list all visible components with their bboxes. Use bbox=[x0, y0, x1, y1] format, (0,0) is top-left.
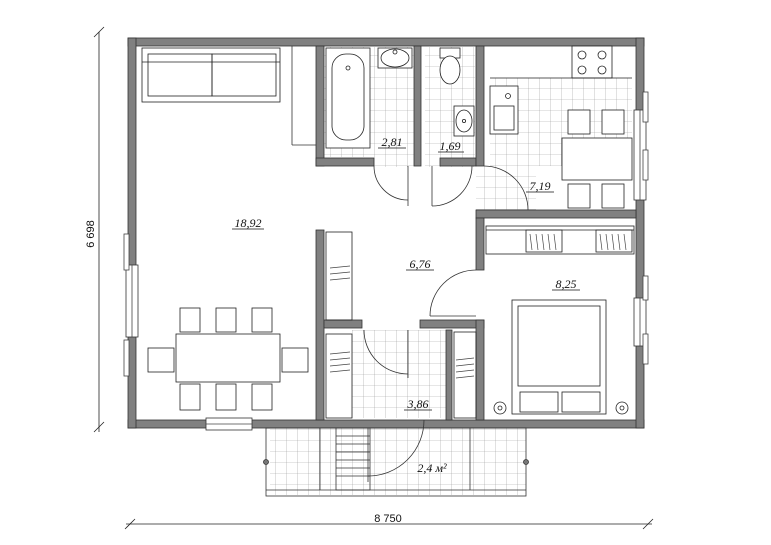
dimension-height-label: 6 698 bbox=[85, 220, 97, 248]
wardrobe-icon bbox=[325, 225, 635, 419]
room-area-bath: 2,81 bbox=[382, 135, 403, 149]
washbasin-icon bbox=[453, 105, 475, 137]
dimension-width bbox=[124, 518, 654, 530]
room-area-kitchen: 7,19 bbox=[530, 179, 551, 193]
bedside-lamp-icon bbox=[493, 401, 507, 415]
room-area-vestibule: 3,86 bbox=[407, 397, 429, 411]
room-area-porch: 2,4 м² bbox=[417, 461, 447, 475]
sink-icon bbox=[377, 47, 413, 69]
bed-icon bbox=[511, 299, 607, 415]
porch bbox=[263, 427, 529, 497]
bedside-lamp-icon bbox=[615, 401, 629, 415]
dimension-height bbox=[93, 26, 105, 433]
doors bbox=[363, 165, 529, 482]
stove-icon bbox=[571, 45, 613, 79]
room-area-wc: 1,69 bbox=[440, 139, 461, 153]
kitchen-table-icon bbox=[561, 109, 633, 209]
sofa-icon bbox=[141, 47, 281, 103]
room-area-living: 18,92 bbox=[235, 216, 262, 230]
room-area-hall: 6,76 bbox=[410, 257, 431, 271]
dimension-width-label: 8 750 bbox=[374, 513, 402, 525]
room-area-bedroom: 8,25 bbox=[556, 277, 577, 291]
dining-table-icon bbox=[147, 307, 309, 411]
toilet-icon bbox=[439, 47, 461, 85]
bathtub-icon bbox=[325, 47, 371, 149]
interior-walls bbox=[315, 45, 637, 421]
kitchen-sink-icon bbox=[489, 85, 519, 135]
